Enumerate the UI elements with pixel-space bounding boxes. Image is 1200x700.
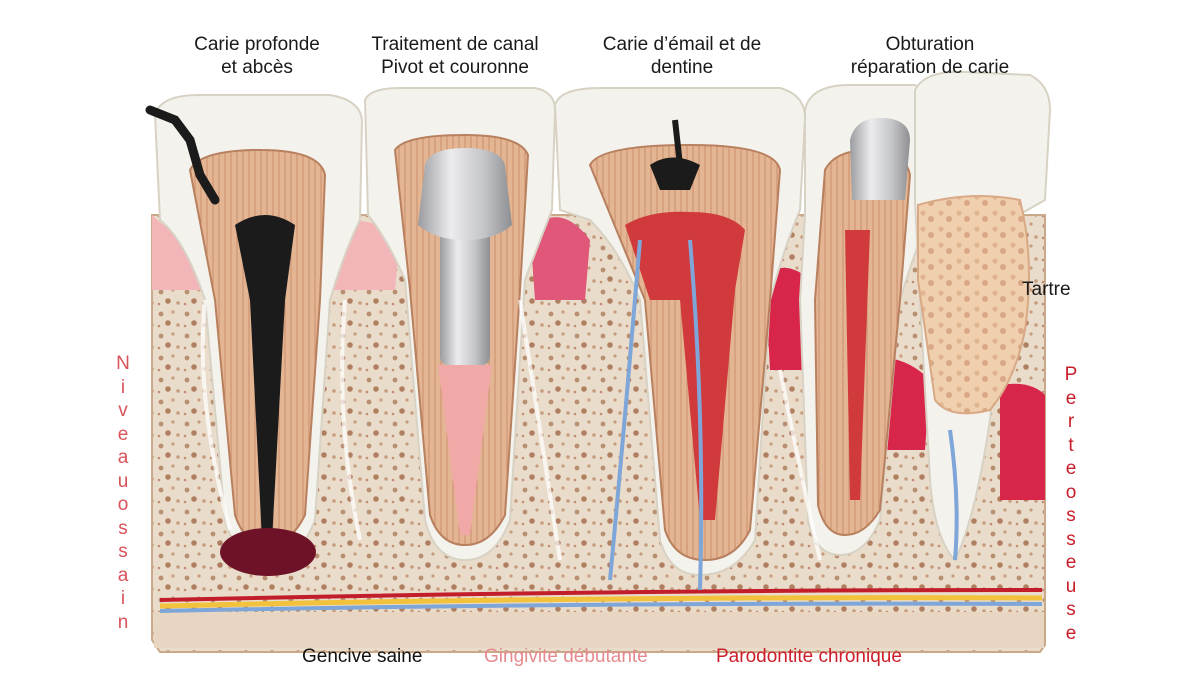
tooth-enamel-dentin-decay — [553, 87, 807, 591]
vertical-letter: s — [1066, 528, 1076, 550]
label-enamel-dentin-decay: Carie d’émail et de dentine — [602, 34, 762, 78]
vertical-letter: t — [1068, 434, 1074, 456]
filling — [850, 118, 910, 200]
cortical-band — [154, 612, 1044, 648]
label-root-canal-crown: Traitement de canal Pivot et couronne — [371, 34, 539, 78]
vertical-letter: s — [118, 517, 128, 539]
metal-post — [440, 225, 490, 365]
vertical-letter: s — [1066, 505, 1076, 526]
vertical-letter: u — [1065, 575, 1077, 597]
vertical-letter: i — [120, 588, 126, 609]
gum-gingivitis — [530, 217, 590, 300]
vertical-letter: e — [117, 423, 129, 445]
label-tartar: Tartre — [1022, 279, 1071, 300]
vertical-letter: e — [1065, 458, 1077, 479]
vertical-letter: n — [117, 611, 129, 633]
vertical-letter: s — [1066, 599, 1076, 620]
alveolar-vein — [159, 601, 1043, 613]
vertical-letter: s — [118, 541, 128, 562]
label-healthy-gum: Gencive saine — [302, 646, 423, 667]
label-chronic-periodontitis: Parodontite chronique — [716, 646, 902, 667]
vertical-letter: i — [120, 376, 126, 398]
vertical-letter: o — [117, 494, 129, 515]
alveolar-nerve — [159, 595, 1043, 609]
vertical-letter: a — [117, 447, 129, 468]
label-early-gingivitis: Gingivite débutante — [484, 646, 648, 667]
tooth-decay-abscess — [145, 94, 364, 576]
vertical-letter: e — [1065, 552, 1077, 573]
tartar-deposit — [917, 195, 1030, 415]
alveolar-artery — [159, 588, 1043, 602]
vertical-letter: r — [1067, 411, 1075, 432]
vertical-letter: v — [118, 400, 128, 421]
vertical-letter: a — [117, 564, 129, 586]
tooth-root-canal-crown — [363, 87, 557, 562]
gum-inflamed-3 — [1000, 383, 1045, 500]
label-filling-repair: Obturation réparation de carie — [850, 34, 1010, 78]
metal-crown — [418, 148, 512, 240]
vertical-letter: N — [116, 353, 130, 374]
vertical-letter: u — [117, 470, 129, 492]
vertical-letter: o — [1065, 481, 1077, 503]
vertical-letter: e — [1065, 387, 1077, 409]
vertical-letter: P — [1064, 364, 1078, 385]
tooth-tartar — [914, 70, 1052, 562]
vertical-letter: e — [1065, 622, 1077, 644]
tooth-filling — [798, 84, 937, 557]
label-deep-decay-abscess: Carie profonde et abcès — [194, 34, 320, 78]
